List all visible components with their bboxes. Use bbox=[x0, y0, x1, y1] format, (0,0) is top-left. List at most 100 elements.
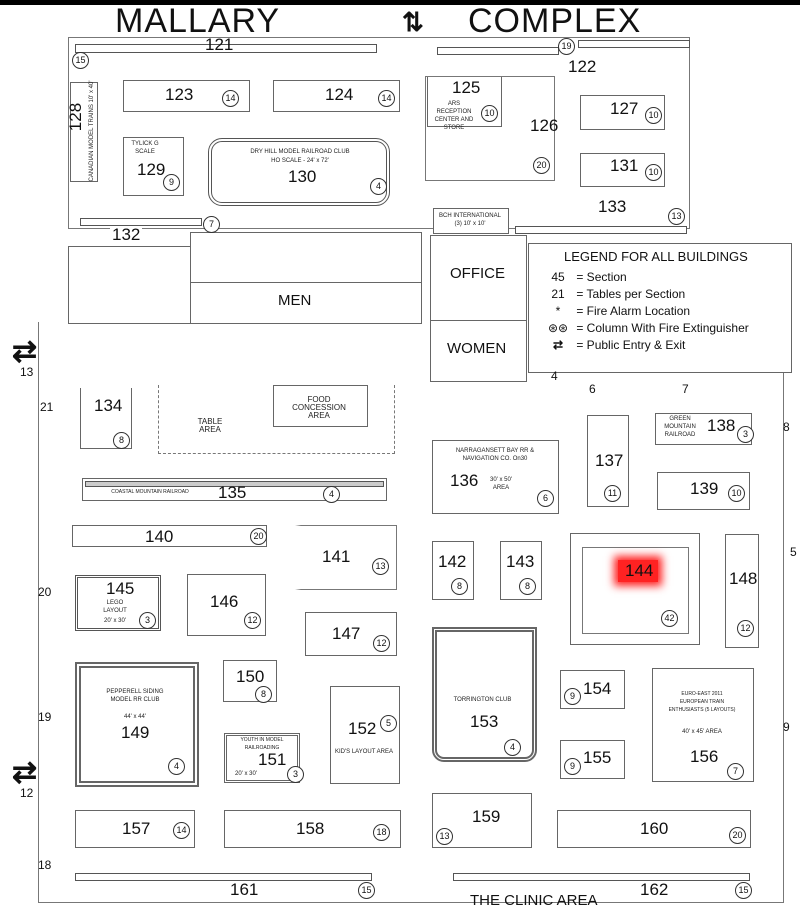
section-144-highlight bbox=[618, 560, 658, 582]
section-155-number: 155 bbox=[583, 748, 612, 767]
section-132-number: 132 bbox=[110, 225, 143, 244]
building-title-right: COMPLEX bbox=[468, 2, 642, 40]
section-130-table-count: 4 bbox=[370, 178, 387, 195]
food-concession-label: FOOD CONCESSION AREA bbox=[292, 395, 346, 420]
door-7[interactable]: 7 bbox=[682, 382, 689, 396]
section-158[interactable] bbox=[224, 810, 401, 848]
womens-room-label: WOMEN bbox=[447, 340, 507, 357]
fire-extinguisher-icon: ⊛⊛ bbox=[547, 321, 569, 335]
section-139-table-count: 10 bbox=[728, 485, 745, 502]
door-20[interactable]: 20 bbox=[38, 585, 52, 599]
section-158-number: 158 bbox=[296, 819, 325, 838]
section-145-label: LEGO LAYOUT bbox=[103, 600, 127, 614]
section-138[interactable] bbox=[655, 413, 752, 445]
section-136-number: 136 bbox=[450, 471, 479, 490]
legend-title: LEGEND FOR ALL BUILDINGS bbox=[564, 249, 748, 264]
section-144-number: 144 bbox=[625, 561, 654, 580]
section-161-number[interactable]: 161 bbox=[230, 880, 259, 899]
door-19[interactable]: 19 bbox=[38, 710, 52, 724]
section-153-table-count: 4 bbox=[504, 739, 521, 756]
door-18[interactable]: 18 bbox=[38, 858, 52, 872]
section-144[interactable] bbox=[570, 533, 700, 645]
section-149-sub: 44' x 44' bbox=[124, 714, 146, 720]
section-151-table-count: 3 bbox=[287, 766, 304, 783]
section-126[interactable] bbox=[425, 76, 555, 181]
bch-international-booth[interactable] bbox=[433, 208, 509, 234]
section-156-sub: 40' x 45' AREA bbox=[682, 729, 722, 735]
door-5[interactable]: 5 bbox=[790, 545, 797, 559]
section-126-number: 126 bbox=[530, 116, 559, 135]
door-13[interactable]: 13 bbox=[20, 365, 34, 379]
section-138-table-count: 3 bbox=[737, 426, 754, 443]
section-150-number: 150 bbox=[236, 667, 265, 686]
section-154-number: 154 bbox=[583, 679, 612, 698]
section-134-number: 134 bbox=[94, 396, 123, 415]
entry-exit-arrow-icon: ⇄ bbox=[12, 756, 38, 789]
section-155-table-count: 9 bbox=[564, 758, 581, 775]
office-room[interactable] bbox=[430, 235, 527, 322]
section-152[interactable] bbox=[330, 686, 400, 784]
door-8[interactable]: 8 bbox=[783, 420, 790, 434]
section-153[interactable] bbox=[432, 627, 537, 762]
section-134-table-count: 8 bbox=[113, 432, 130, 449]
door-21[interactable]: 21 bbox=[40, 400, 54, 414]
section-147-table-count: 12 bbox=[373, 635, 390, 652]
legend-extinguisher: = Column With Fire Extinguisher bbox=[576, 321, 749, 335]
door-4[interactable]: 4 bbox=[551, 369, 558, 383]
section-147-number: 147 bbox=[332, 624, 361, 643]
section-126-table-count: 20 bbox=[533, 157, 550, 174]
north-hall-wall bbox=[68, 37, 690, 229]
section-121-number[interactable]: 121 bbox=[205, 35, 234, 54]
section-130[interactable] bbox=[208, 138, 390, 206]
section-124-table-count: 14 bbox=[378, 90, 395, 107]
section-157-table-count: 14 bbox=[173, 822, 190, 839]
restroom-area bbox=[190, 232, 422, 284]
section-128[interactable] bbox=[70, 82, 98, 182]
section-133-tables bbox=[515, 226, 687, 234]
entry-exit-arrow-icon: ⇅ bbox=[402, 7, 424, 37]
section-148-number: 148 bbox=[729, 569, 758, 588]
section-162-number[interactable]: 162 bbox=[640, 880, 669, 899]
section-147[interactable] bbox=[305, 612, 397, 656]
section-146-table-count: 12 bbox=[244, 612, 261, 629]
womens-room[interactable] bbox=[430, 320, 527, 382]
mens-room[interactable] bbox=[190, 282, 422, 324]
section-151[interactable] bbox=[224, 733, 300, 783]
table-area[interactable] bbox=[158, 385, 395, 454]
section-141[interactable] bbox=[295, 525, 397, 590]
section-154-table-count: 9 bbox=[564, 688, 581, 705]
section-152-number: 152 bbox=[348, 719, 377, 738]
door-6[interactable]: 6 bbox=[589, 382, 596, 396]
section-142-number: 142 bbox=[438, 552, 467, 571]
section-130-label: DRY HILL MODEL RAILROAD CLUB bbox=[250, 149, 350, 155]
section-125-table-count: 10 bbox=[481, 105, 498, 122]
section-136-label: NARRAGANSETT BAY RR & NAVIGATION CO. On3… bbox=[455, 448, 535, 462]
section-141-number: 141 bbox=[322, 547, 351, 566]
section-143-table-count: 8 bbox=[519, 578, 536, 595]
section-135-label: COASTAL MOUNTAIN RAILROAD bbox=[111, 489, 189, 495]
section-152-label: KID'S LAYOUT AREA bbox=[335, 749, 393, 755]
section-141-table-count: 13 bbox=[372, 558, 389, 575]
section-149-number: 149 bbox=[121, 723, 150, 742]
section-158-table-count: 18 bbox=[373, 824, 390, 841]
section-153-number: 153 bbox=[470, 712, 499, 731]
section-149-label: PEPPERELL SIDING MODEL RR CLUB bbox=[106, 689, 164, 703]
south-hall-wall bbox=[38, 322, 784, 903]
door-9[interactable]: 9 bbox=[783, 720, 790, 734]
section-137-table-count: 11 bbox=[604, 485, 621, 502]
legend-fire-alarm: = Fire Alarm Location bbox=[576, 304, 691, 318]
section-127-table-count: 10 bbox=[645, 107, 662, 124]
section-153-label: TORRINGTON CLUB bbox=[453, 697, 512, 703]
entry-exit-icon: ⇄ bbox=[552, 338, 564, 352]
section-123-number: 123 bbox=[165, 85, 194, 104]
section-160[interactable] bbox=[557, 810, 751, 848]
section-122-number[interactable]: 122 bbox=[568, 57, 597, 76]
section-140-table-count: 20 bbox=[250, 528, 267, 545]
door-12[interactable]: 12 bbox=[20, 786, 34, 800]
section-123-table-count: 14 bbox=[222, 90, 239, 107]
section-151-number: 151 bbox=[258, 750, 287, 769]
food-concession-area[interactable] bbox=[273, 385, 368, 427]
section-133-number[interactable]: 133 bbox=[598, 197, 627, 216]
section-129-table-count: 9 bbox=[163, 174, 180, 191]
section-144-inner bbox=[582, 547, 689, 634]
